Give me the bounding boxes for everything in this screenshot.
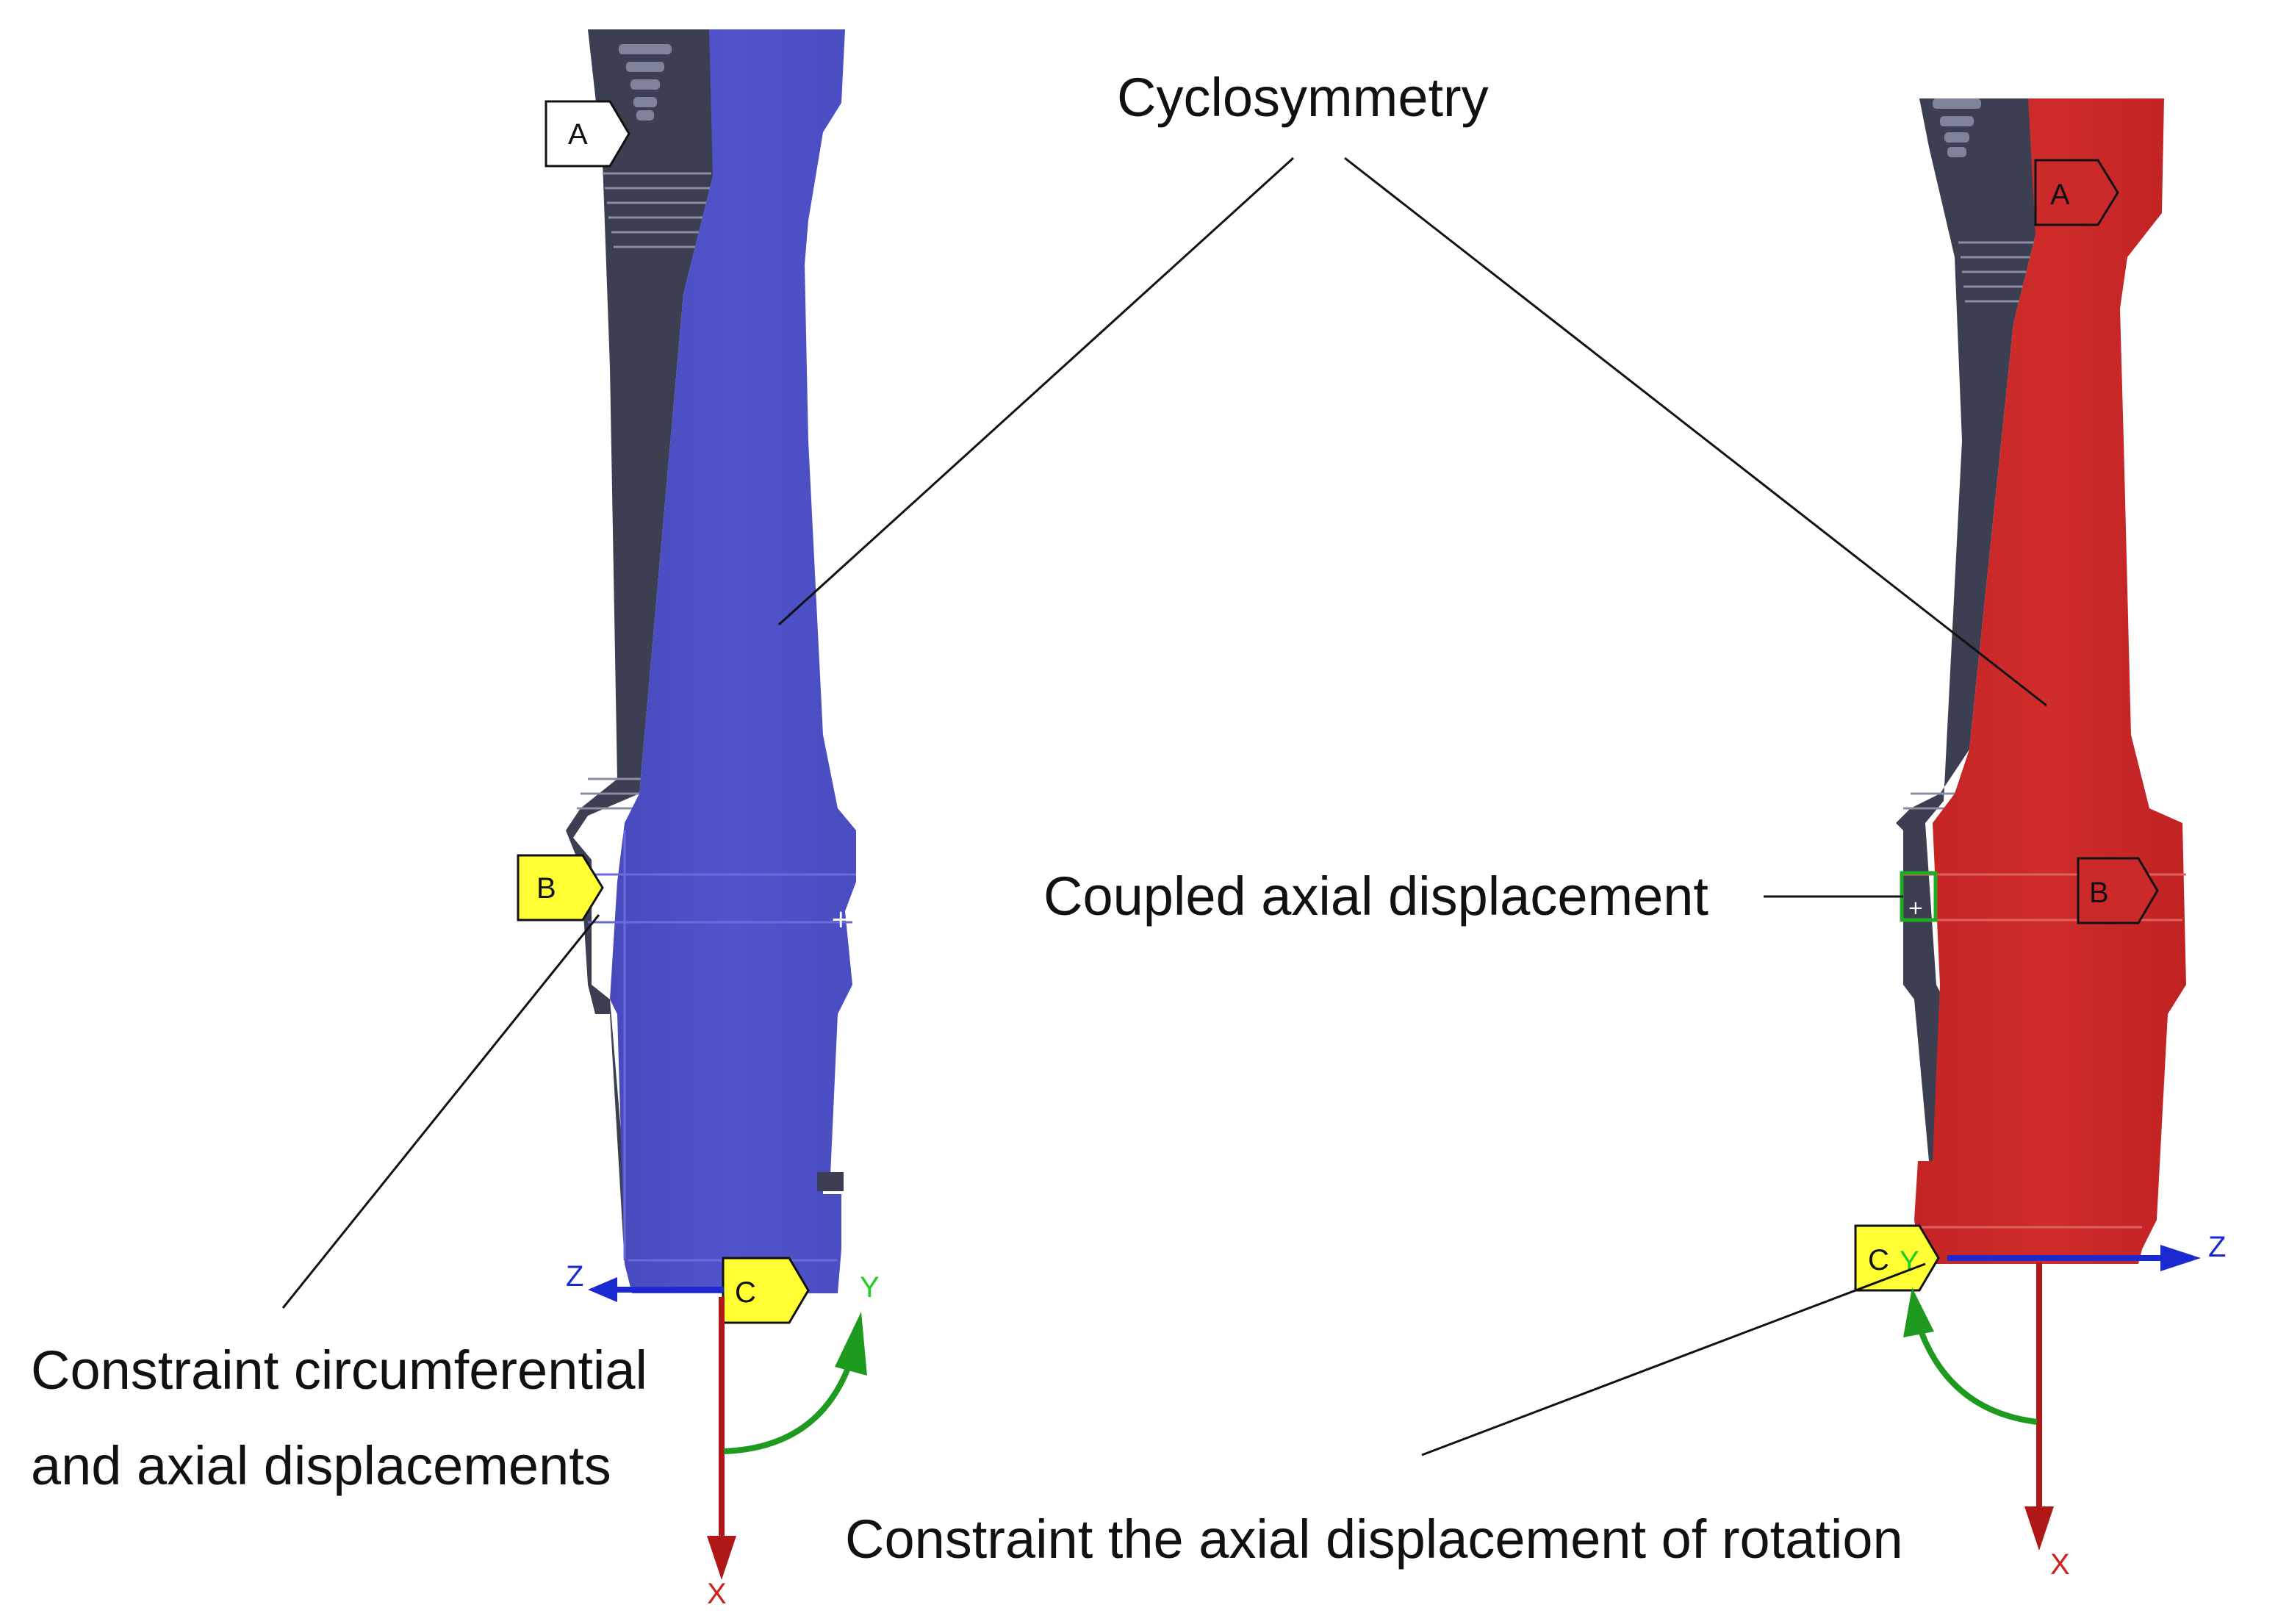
right-axis-z-arrowhead (2160, 1245, 2201, 1271)
label-constraint-circ-line1: Constraint circumferential (31, 1340, 647, 1401)
left-axis-z-label: Z (566, 1260, 583, 1293)
left-marker-c-label: C (735, 1276, 756, 1309)
left-rotor-model: + (566, 29, 856, 1293)
label-constraint-axial-rotation: Constraint the axial displacement of rot… (845, 1509, 1903, 1570)
leader-cyclosymmetry-left (777, 157, 1295, 626)
left-axis-y-label: Y (860, 1271, 880, 1304)
left-marker-b: B (517, 854, 604, 921)
left-rotation-arrowhead (835, 1312, 867, 1376)
leader-constraint-circ (281, 914, 600, 1309)
right-marker-b-label: B (2089, 877, 2109, 909)
left-marker-a: A (545, 100, 630, 168)
right-rotor-model: + (1896, 98, 2186, 1264)
left-marker-c: C (722, 1257, 810, 1324)
right-marker-c-label: C (1868, 1244, 1889, 1276)
right-model-front-face (1914, 98, 2186, 1264)
right-axis-z-label: Z (2208, 1231, 2226, 1263)
right-axis-x-label: X (2050, 1548, 2070, 1581)
right-axis-x-arrowhead (2024, 1506, 2054, 1551)
left-model-root-grooves (619, 44, 672, 121)
right-marker-c: C (1854, 1224, 1940, 1292)
right-model-dark-side (1896, 98, 2035, 1220)
leader-constraint-rotation (1421, 1262, 1926, 1456)
left-model-plus-mark: + (830, 905, 852, 934)
right-marker-a-label: A (2050, 179, 2070, 211)
right-rotation-arrowhead (1903, 1287, 1934, 1337)
left-rotation-arc (723, 1354, 855, 1454)
right-axis-triad: Z X Y (1900, 1231, 2226, 1581)
right-rotation-arc (1915, 1321, 2038, 1425)
left-axis-x-label: X (707, 1578, 727, 1610)
left-axis-x-arrowhead (707, 1536, 736, 1580)
label-cyclosymmetry: Cyclosymmetry (1117, 67, 1489, 128)
label-coupled-axial: Coupled axial displacement (1043, 866, 1708, 927)
left-marker-a-label: A (568, 118, 588, 151)
right-model-small-mark: + (1908, 897, 1924, 919)
left-axis-z-arrowhead (588, 1277, 617, 1302)
left-model-dark-side (566, 29, 713, 1264)
right-marker-b: B (2077, 857, 2159, 924)
left-model-front-face (610, 29, 856, 1293)
left-model-notch (817, 1172, 844, 1191)
right-model-root-grooves (1933, 98, 1981, 157)
label-constraint-circ-line2: and axial displacements (31, 1435, 611, 1496)
left-marker-b-label: B (536, 872, 556, 905)
left-axis-triad: Z X Y (566, 1260, 880, 1610)
right-marker-a: A (2034, 159, 2119, 226)
leader-lines (281, 157, 2047, 1456)
leader-cyclosymmetry-right (1344, 157, 2047, 707)
